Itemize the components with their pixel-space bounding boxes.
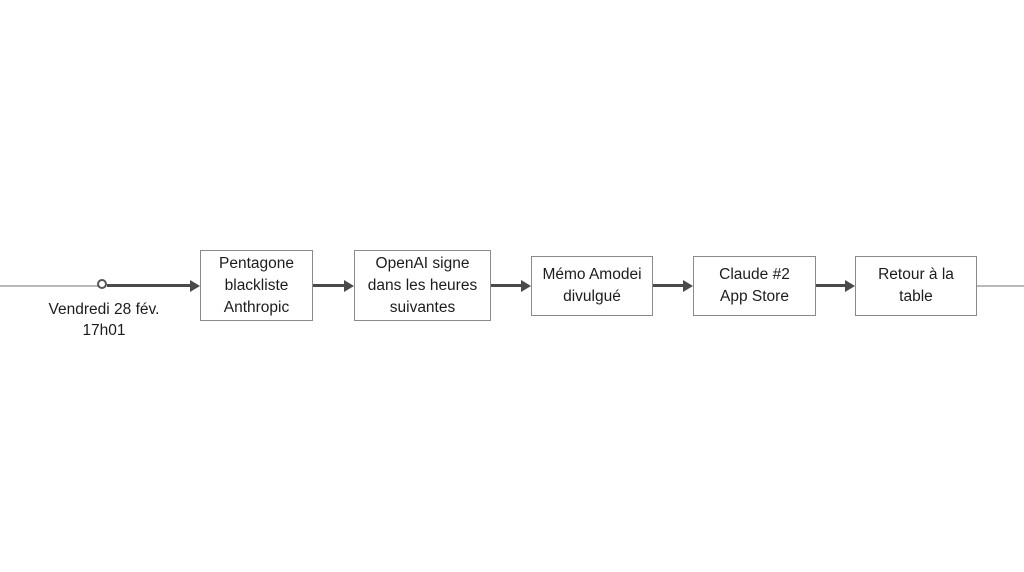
event-box-3-label: Mémo Amodei divulgué (542, 266, 642, 305)
connector-shaft (653, 284, 683, 287)
timeline-start-marker-icon (97, 279, 107, 289)
arrowhead-icon (190, 279, 200, 292)
arrowhead-icon (845, 279, 855, 292)
arrowhead-icon (521, 279, 531, 292)
connector-shaft (107, 284, 190, 287)
connector-shaft (816, 284, 845, 287)
connector-event-3-to-event-4 (653, 279, 693, 292)
event-box-2[interactable]: OpenAI signe dans les heures suivantes (354, 250, 491, 321)
event-box-3[interactable]: Mémo Amodei divulgué (531, 256, 653, 316)
timeline-axis-left (0, 285, 104, 287)
connector-event-1-to-event-2 (313, 279, 354, 292)
event-box-5-label: Retour à la table (878, 266, 954, 305)
connector-shaft (491, 284, 521, 287)
connector-start-to-event-1 (107, 279, 200, 292)
timeline-start-label: Vendredi 28 fév. 17h01 (48, 301, 160, 339)
event-box-5[interactable]: Retour à la table (855, 256, 977, 316)
arrowhead-icon (344, 279, 354, 292)
connector-shaft (313, 284, 344, 287)
event-box-1[interactable]: Pentagone blackliste Anthropic (200, 250, 313, 321)
event-box-2-label: OpenAI signe dans les heures suivantes (367, 254, 478, 316)
connector-event-2-to-event-3 (491, 279, 531, 292)
event-box-1-label: Pentagone blackliste Anthropic (219, 254, 294, 316)
event-box-4[interactable]: Claude #2 App Store (693, 256, 816, 316)
timeline-axis-right (977, 285, 1024, 287)
event-box-4-label: Claude #2 App Store (719, 266, 790, 305)
connector-event-4-to-event-5 (816, 279, 855, 292)
arrowhead-icon (683, 279, 693, 292)
